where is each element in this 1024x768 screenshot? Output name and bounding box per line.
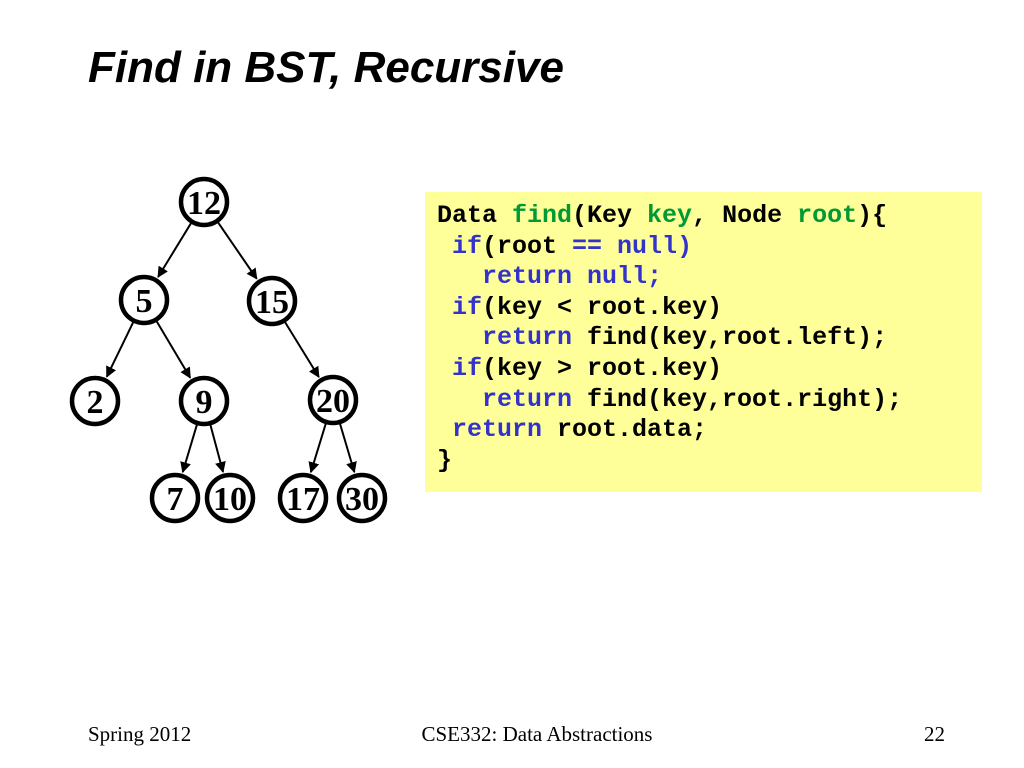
tree-node-circle bbox=[178, 375, 230, 427]
code-token-plain: find(key,root.left); bbox=[572, 323, 888, 353]
code-line: Data find(Key key, Node root){ bbox=[437, 201, 982, 232]
code-token-plain: (root bbox=[482, 231, 573, 261]
tree-edge-5-9 bbox=[155, 320, 192, 379]
code-token-plain: root.data; bbox=[542, 415, 708, 445]
code-line: if(key < root.key) bbox=[437, 293, 982, 324]
tree-node-17: 17 bbox=[277, 472, 329, 524]
tree-edge-9-10 bbox=[209, 424, 226, 473]
footer-term: Spring 2012 bbox=[88, 722, 192, 746]
code-token-keyword: if bbox=[452, 231, 483, 261]
code-token-keyword: return bbox=[452, 415, 543, 445]
code-line: if(key > root.key) bbox=[437, 354, 982, 385]
tree-node-label: 15 bbox=[255, 284, 289, 321]
tree-node-30: 30 bbox=[336, 472, 388, 524]
code-token-plain: Data bbox=[437, 201, 513, 230]
tree-node-circle bbox=[118, 274, 170, 326]
code-token-type: root bbox=[797, 201, 858, 230]
code-token-plain: } bbox=[437, 445, 453, 475]
code-token-plain bbox=[437, 262, 482, 291]
tree-edge-20-30 bbox=[339, 423, 357, 474]
code-token-keyword: if bbox=[452, 353, 483, 383]
tree-node-label: 17 bbox=[286, 481, 320, 518]
code-token-type: find bbox=[512, 201, 573, 230]
tree-node-label: 30 bbox=[345, 481, 379, 518]
tree-node-9: 9 bbox=[178, 375, 230, 427]
tree-edge-9-7 bbox=[180, 424, 198, 474]
footer-page-number: 22 bbox=[924, 722, 945, 746]
code-token-keyword: == null) bbox=[572, 231, 693, 261]
tree-node-2: 2 bbox=[69, 375, 121, 427]
tree-edge-20-17 bbox=[308, 423, 327, 474]
tree-node-label: 7 bbox=[167, 481, 184, 518]
footer-course: CSE332: Data Abstractions bbox=[421, 722, 653, 746]
tree-edge-5-2 bbox=[105, 322, 134, 378]
code-token-plain: (Key bbox=[572, 201, 648, 230]
tree-node-circle bbox=[178, 176, 230, 228]
tree-node-5: 5 bbox=[118, 274, 170, 326]
tree-node-circle bbox=[277, 472, 329, 524]
code-line: return root.data; bbox=[437, 415, 982, 446]
code-token-plain bbox=[437, 354, 452, 383]
tree-node-12: 12 bbox=[178, 176, 230, 228]
tree-node-label: 10 bbox=[213, 481, 247, 518]
tree-node-label: 5 bbox=[136, 283, 153, 320]
code-token-plain: (key > root.key) bbox=[482, 353, 723, 383]
tree-node-circle bbox=[307, 374, 359, 426]
tree-node-circle bbox=[336, 472, 388, 524]
code-token-plain: (key < root.key) bbox=[482, 292, 723, 322]
code-token-keyword: return bbox=[482, 384, 573, 414]
tree-node-label: 9 bbox=[196, 384, 213, 421]
code-line: return find(key,root.left); bbox=[437, 323, 982, 354]
tree-node-10: 10 bbox=[204, 472, 256, 524]
slide-title: Find in BST, Recursive bbox=[88, 43, 564, 92]
code-line: return null; bbox=[437, 262, 982, 293]
code-box: Data find(Key key, Node root){ if(root =… bbox=[425, 192, 982, 492]
tree-node-circle bbox=[149, 472, 201, 524]
code-token-keyword: return bbox=[482, 323, 573, 353]
code-token-plain: , Node bbox=[692, 201, 798, 230]
tree-node-15: 15 bbox=[246, 275, 298, 327]
code-token-plain bbox=[437, 323, 482, 352]
code-token-plain bbox=[437, 232, 452, 261]
code-token-plain: find(key,root.right); bbox=[572, 384, 903, 414]
tree-node-circle bbox=[246, 275, 298, 327]
tree-node-label: 12 bbox=[187, 185, 221, 222]
code-token-plain bbox=[437, 293, 452, 322]
tree-node-label: 20 bbox=[316, 383, 350, 420]
tree-node-label: 2 bbox=[87, 384, 104, 421]
tree-node-circle bbox=[204, 472, 256, 524]
tree-node-7: 7 bbox=[149, 472, 201, 524]
tree-node-20: 20 bbox=[307, 374, 359, 426]
tree-edge-12-15 bbox=[217, 222, 258, 280]
code-token-type: key bbox=[647, 201, 693, 230]
tree-node-circle bbox=[69, 375, 121, 427]
code-token-keyword: return null; bbox=[482, 262, 663, 292]
bst-tree-diagram: 12 5 15 2 9 20 7 10 17 30 bbox=[69, 176, 388, 524]
slide-footer: Spring 2012 CSE332: Data Abstractions 22 bbox=[0, 722, 1024, 752]
code-line: if(root == null) bbox=[437, 232, 982, 263]
code-token-plain bbox=[437, 415, 452, 444]
tree-edge-12-5 bbox=[157, 222, 192, 278]
code-token-plain: ){ bbox=[857, 201, 888, 230]
code-listing: Data find(Key key, Node root){ if(root =… bbox=[437, 201, 982, 476]
code-line: } bbox=[437, 446, 982, 477]
code-line: return find(key,root.right); bbox=[437, 385, 982, 416]
tree-edge-15-20 bbox=[284, 321, 320, 378]
code-token-plain bbox=[437, 385, 482, 414]
code-token-keyword: if bbox=[452, 292, 483, 322]
